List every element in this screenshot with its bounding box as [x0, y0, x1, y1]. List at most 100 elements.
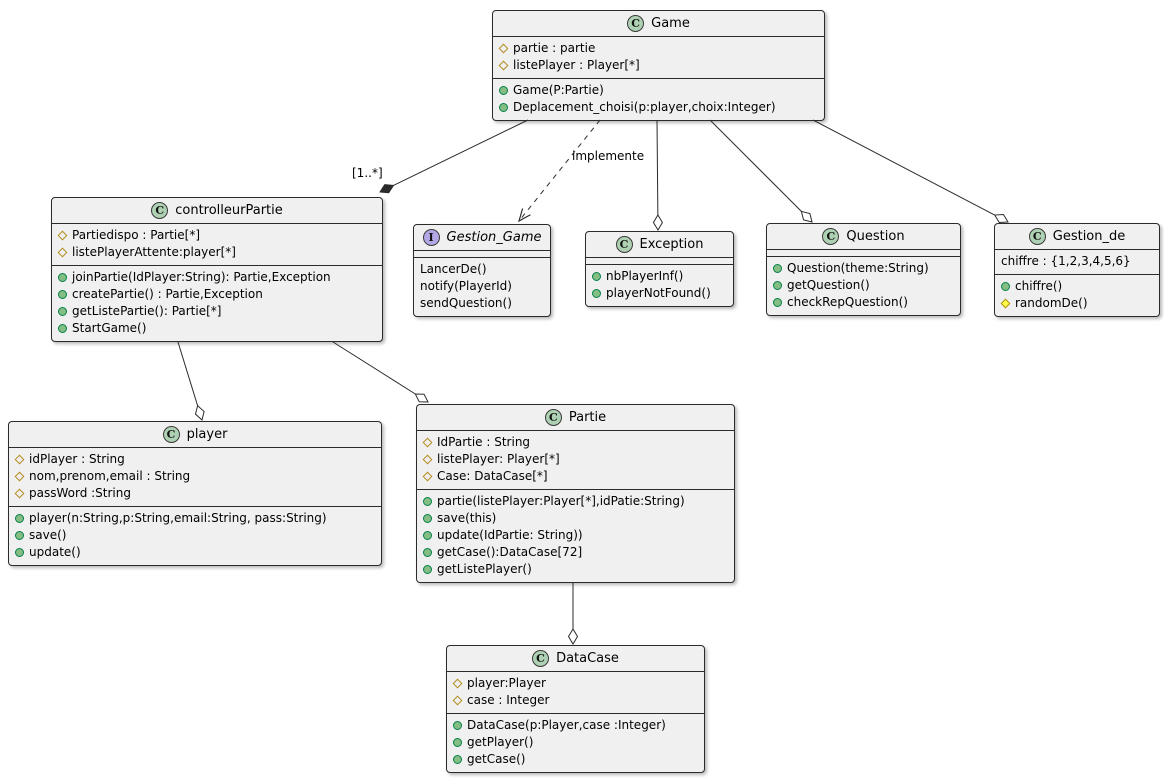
class-methods-section: Game(P:Partie) Deplacement_choisi(p:playe… — [493, 78, 824, 120]
member-row: update(IdPartie: String)) — [423, 527, 726, 544]
field-icon — [422, 471, 433, 482]
member-text: player:Player — [467, 676, 546, 690]
member-text: Deplacement_choisi(p:player,choix:Intege… — [513, 100, 776, 114]
class-methods-section: player(n:String,p:String,email:String, p… — [9, 506, 381, 565]
class-spot-icon: C — [151, 202, 169, 219]
class-methods-section: DataCase(p:Player,case :Integer) getPlaye… — [447, 713, 704, 772]
relationship-line — [177, 341, 199, 406]
relationship-line — [656, 119, 659, 216]
class-title: Partie — [568, 410, 607, 425]
class-spot-icon: C — [627, 15, 645, 32]
aggregation-diamond — [414, 393, 429, 403]
public-method-icon — [773, 281, 782, 290]
class-attributes-section — [767, 249, 960, 256]
aggregation-diamond — [993, 214, 1009, 224]
field-icon — [452, 678, 463, 689]
member-row: Partiedispo : Partie[*] — [57, 227, 374, 244]
member-row: randomDe() — [1000, 295, 1151, 312]
class-title: Gestion_de — [1052, 229, 1126, 244]
public-method-icon — [423, 531, 432, 540]
realization-arrow — [518, 208, 531, 223]
class-methods-section: joinPartie(IdPlayer:String): Partie,Exce… — [52, 265, 382, 341]
member-text: joinPartie(IdPlayer:String): Partie,Exce… — [72, 270, 331, 284]
member-text: Case: DataCase[*] — [437, 469, 548, 483]
class-title: Game — [651, 16, 690, 31]
interface-spot-icon: I — [422, 229, 440, 246]
member-row: passWord :String — [14, 485, 373, 502]
member-row: idPlayer : String — [14, 451, 373, 468]
member-row: listePlayer : Player[*] — [498, 57, 816, 74]
member-text: LancerDe() — [420, 262, 487, 276]
public-method-icon — [1001, 282, 1010, 291]
member-row: joinPartie(IdPlayer:String): Partie,Exce… — [58, 269, 374, 286]
field-icon — [422, 454, 433, 465]
protected-method-icon — [1000, 298, 1011, 309]
aggregation-diamond — [652, 214, 664, 231]
member-row: sendQuestion() — [420, 295, 542, 312]
aggregation-diamond — [567, 628, 579, 645]
member-row: notify(PlayerId) — [420, 278, 542, 295]
relationship-line — [812, 119, 995, 216]
edge-label: implemente — [572, 149, 645, 163]
class-header: C Game — [493, 11, 824, 36]
public-method-icon — [15, 548, 24, 557]
member-row: getCase():DataCase[72] — [423, 544, 726, 561]
member-text: Partiedispo : Partie[*] — [72, 228, 201, 242]
member-text: partie(listePlayer:Player[*],idPatie:Str… — [437, 494, 685, 508]
relationship-line — [332, 341, 416, 395]
public-method-icon — [499, 86, 508, 95]
member-text: listePlayerAttente:player[*] — [72, 245, 236, 259]
member-text: getCase():DataCase[72] — [437, 545, 583, 559]
class-attributes-section: Partiedispo : Partie[*] listePlayerAttent… — [52, 223, 382, 265]
class-spot-icon: C — [615, 236, 633, 253]
member-text: sendQuestion() — [420, 296, 512, 310]
member-text: checkRepQuestion() — [787, 295, 908, 309]
class-attributes-section — [586, 257, 733, 264]
member-row: Game(P:Partie) — [499, 82, 816, 99]
member-text: chiffre() — [1015, 279, 1063, 293]
member-row: checkRepQuestion() — [773, 294, 952, 311]
member-row: player(n:String,p:String,email:String, p… — [15, 510, 373, 527]
public-method-icon — [499, 103, 508, 112]
class-attributes-section — [414, 250, 550, 257]
field-icon — [14, 454, 25, 465]
member-row: getCase() — [453, 751, 696, 768]
member-text: DataCase(p:Player,case :Integer) — [467, 718, 666, 732]
member-text: save() — [29, 528, 67, 542]
member-text: randomDe() — [1015, 296, 1088, 310]
member-row: update() — [15, 544, 373, 561]
member-row: partie : partie — [498, 40, 816, 57]
member-row: createPartie() : Partie,Exception — [58, 286, 374, 303]
member-text: update() — [29, 545, 81, 559]
edge-label: [1..*] — [352, 166, 383, 180]
member-text: StartGame() — [72, 321, 147, 335]
field-icon — [422, 437, 433, 448]
field-icon — [57, 230, 68, 241]
member-row: Case: DataCase[*] — [422, 468, 726, 485]
public-method-icon — [773, 298, 782, 307]
public-method-icon — [58, 273, 67, 282]
relationship-line — [519, 119, 601, 220]
member-text: Game(P:Partie) — [513, 83, 604, 97]
class-spot-icon: C — [532, 650, 550, 667]
field-icon — [57, 247, 68, 258]
member-text: notify(PlayerId) — [420, 279, 512, 293]
public-method-icon — [453, 721, 462, 730]
class-attributes-section: chiffre : {1,2,3,4,5,6} — [995, 249, 1159, 274]
member-row: playerNotFound() — [592, 285, 725, 302]
field-icon — [14, 488, 25, 499]
member-text: getListePartie(): Partie[*] — [72, 304, 222, 318]
member-text: getPlayer() — [467, 735, 534, 749]
public-method-icon — [423, 548, 432, 557]
